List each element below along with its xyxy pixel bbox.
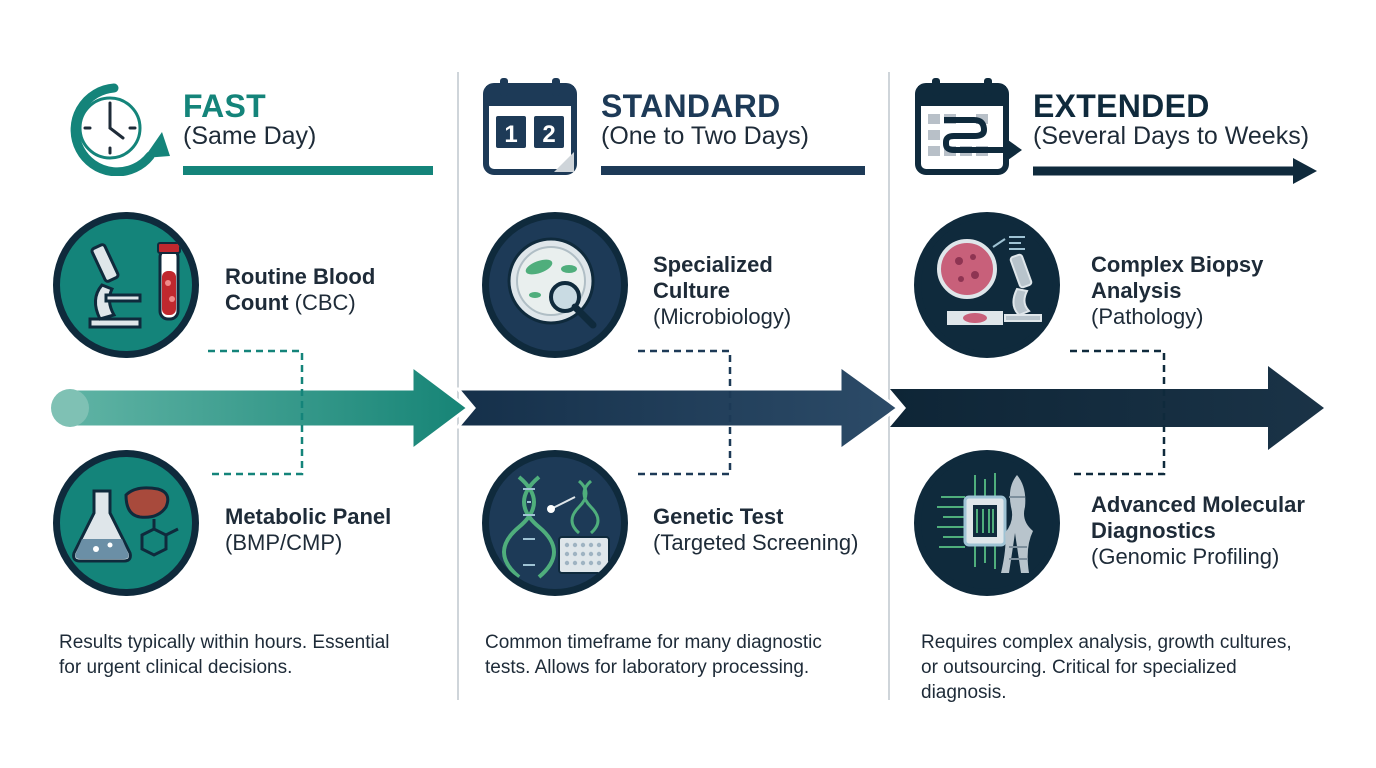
test-name: Routine Blood [225,264,376,289]
test-detail: (CBC) [294,290,356,315]
test-label-metabolic-panel: Metabolic Panel (BMP/CMP) [225,504,391,556]
description-line: Common timeframe for many diagnostic [485,632,822,653]
phase-description-fast: Results typically within hours. Essentia… [59,630,390,680]
test-name: Genetic Test [653,504,784,529]
phase-divider [457,72,459,700]
calendar-icon: 1 2 [482,76,582,176]
connector-standard [630,348,740,478]
petri-dish-icon [482,212,628,358]
test-name: Count [225,290,289,315]
test-detail: (BMP/CMP) [225,530,343,555]
description-line: Requires complex analysis, growth cultur… [921,632,1292,653]
chip-chromosome-icon [914,450,1060,596]
phase-subtitle-fast: (Same Day) [183,122,317,150]
test-name: Advanced Molecular [1091,492,1305,517]
test-name: Complex Biopsy [1091,252,1264,277]
description-line: or outsourcing. Critical for specialized [921,657,1237,678]
test-detail: (Genomic Profiling) [1091,544,1280,569]
description-line: Results typically within hours. Essentia… [59,632,390,653]
test-label-advanced-molecular: Advanced Molecular Diagnostics (Genomic … [1091,492,1305,570]
test-detail: (Pathology) [1091,304,1204,329]
biopsy-microscope-icon [914,212,1060,358]
test-name: Specialized [653,252,773,277]
calendar-digit: 1 [504,121,517,148]
phase-title-standard: STANDARD [601,88,781,124]
connector-fast [200,348,310,478]
phase-divider [888,72,890,700]
microscope-blood-icon [53,212,199,358]
test-label-specialized-culture: Specialized Culture (Microbiology) [653,252,791,330]
description-line: tests. Allows for laboratory processing. [485,657,810,678]
phase-bar-standard [601,166,865,175]
test-name: Analysis [1091,278,1182,303]
test-name: Diagnostics [1091,518,1216,543]
test-name: Culture [653,278,730,303]
test-label-complex-biopsy: Complex Biopsy Analysis (Pathology) [1091,252,1263,330]
test-name: Metabolic Panel [225,504,392,529]
phase-description-extended: Requires complex analysis, growth cultur… [921,630,1292,705]
test-label-routine-blood-count: Routine Blood Count (CBC) [225,264,375,316]
test-detail: (Targeted Screening) [653,530,859,555]
test-detail: (Microbiology) [653,304,792,329]
connector-extended [1062,348,1172,478]
phase-bar-extended [1033,158,1317,184]
description-line: for urgent clinical decisions. [59,657,293,678]
phase-title-extended: EXTENDED [1033,88,1210,124]
description-line: diagnosis. [921,682,1007,703]
dna-icon [482,450,628,596]
test-label-genetic-test: Genetic Test (Targeted Screening) [653,504,858,556]
calendar-extended-icon [914,76,1024,176]
phase-bar-fast [183,166,433,175]
calendar-digit: 2 [542,121,555,148]
phase-title-fast: FAST [183,88,266,124]
phase-description-standard: Common timeframe for many diagnostic tes… [485,630,822,680]
clock-icon [52,76,172,177]
flask-liver-icon [53,450,199,596]
timeline-arrow [0,360,1376,460]
phase-subtitle-extended: (Several Days to Weeks) [1033,122,1310,150]
phase-subtitle-standard: (One to Two Days) [601,122,809,150]
